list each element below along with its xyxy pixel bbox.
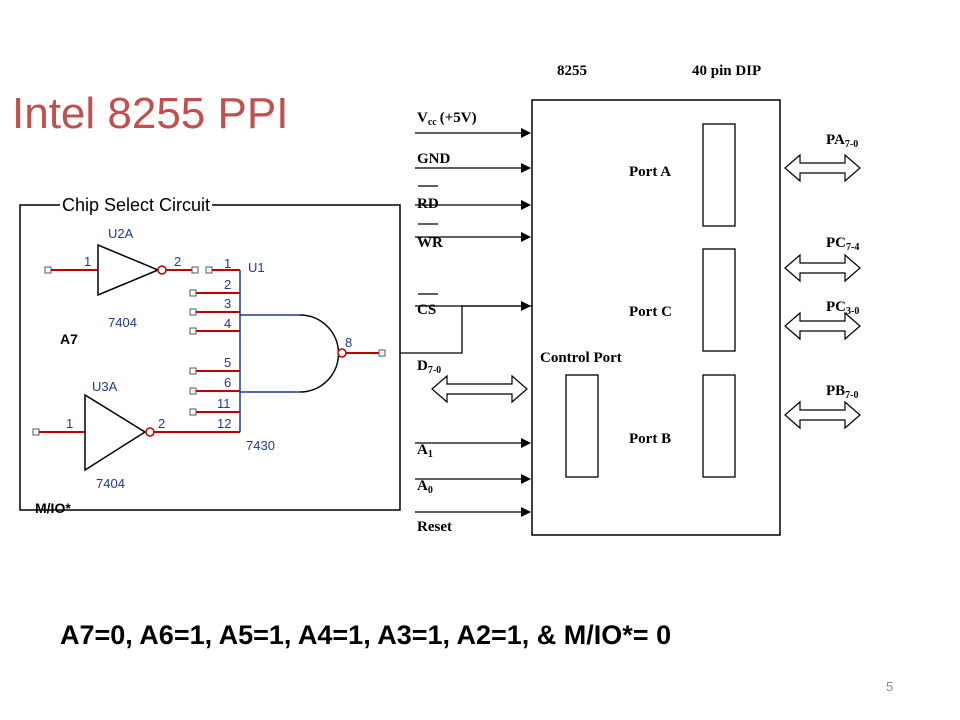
nand-pin-11: 11 [217,396,231,411]
nand-pin-6: 6 [224,375,231,390]
pin-label-reset: Reset [417,519,452,535]
u3a-pin-in: 1 [66,416,73,431]
nand-ref: U1 [248,260,265,275]
signal-mio-label: M/IO* [35,500,71,516]
signal-a7-label: A7 [60,331,78,347]
pin-label-a0: A0 [417,478,433,496]
pin-label-a1: A1 [417,442,433,460]
control-port-label: Control Port [540,350,622,366]
nand-pin-5: 5 [224,355,231,370]
pin-label-data: D7-0 [417,358,441,376]
u2a-ref: U2A [108,226,134,241]
page-number: 5 [886,679,894,694]
pin-label-vcc: Vcc(+5V) [417,110,477,128]
inverter-u2a: 1 2 U2A 7404 [44,226,199,330]
port-b-label: Port B [629,431,671,447]
port-c-label: Port C [629,304,672,320]
nand-inputs: 1 2 3 4 5 6 11 12 U1 7430 [189,256,275,453]
u3a-ref: U3A [92,379,118,394]
chip-package: 40 pin DIP [692,63,761,79]
port-label-pa: PA7-0 [826,132,858,150]
pin-label-wr: WR [417,235,443,251]
u2a-part: 7404 [108,315,137,330]
nand-part: 7430 [246,438,275,453]
nand-pin-1: 1 [224,256,231,271]
port-b-register [702,374,736,478]
pin-label-rd: RD [417,196,439,212]
slide-title: Intel 8255 PPI [12,89,289,138]
port-label-pc-high: PC7-4 [826,235,859,253]
port-bus-arrows [784,153,861,430]
u2a-pin-out: 2 [174,254,181,269]
port-c-register [702,248,736,352]
pin-label-gnd: GND [417,151,451,167]
chip-8255 [531,99,781,536]
chip-select-circuit-label: Chip Select Circuit [60,195,213,216]
data-bus-arrow [431,374,528,404]
u3a-pin-out: 2 [158,416,165,431]
pin-label-cs: CS [417,302,436,318]
select-conditions: A7=0, A6=1, A5=1, A4=1, A3=1, A2=1, & M/… [60,620,672,650]
nand-pin-out: 8 [345,335,352,350]
nand-pin-3: 3 [224,296,231,311]
nand-pin-2: 2 [224,277,231,292]
nand-pin-4: 4 [224,316,231,331]
inverter-u3a: 1 2 U3A 7404 [32,379,240,491]
port-a-register [702,123,736,227]
u2a-pin-in: 1 [84,254,91,269]
left-pin-arrows [415,128,531,517]
nand-gate: 8 [240,314,386,393]
u3a-part: 7404 [96,476,125,491]
control-port-register [565,374,599,478]
port-label-pb: PB7-0 [826,383,859,401]
nand-pin-12: 12 [217,416,231,431]
chip-name: 8255 [557,63,587,79]
port-a-label: Port A [629,164,671,180]
port-label-pc-low: PC3-0 [826,299,859,317]
